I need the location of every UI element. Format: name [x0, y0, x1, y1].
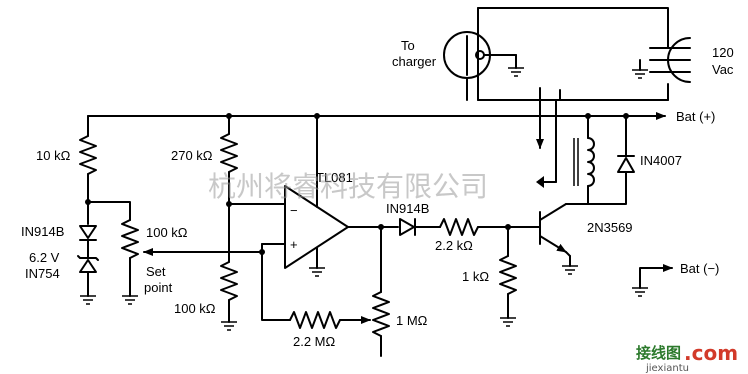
mains-plug-icon [632, 37, 691, 83]
label-r-2-2m: 2.2 MΩ [293, 334, 336, 349]
label-2n3569: 2N3569 [587, 220, 633, 235]
label-r-270k: 270 kΩ [171, 148, 213, 163]
logo-text-cn: 接线图 [636, 344, 681, 362]
label-in754: IN754 [25, 266, 60, 281]
label-in914b-left: IN914B [21, 224, 64, 239]
feedback-network [261, 226, 390, 357]
positive-rail [87, 112, 666, 120]
label-bat-negative: Bat (−) [680, 261, 719, 276]
label-zener-voltage: 6.2 V [29, 250, 60, 265]
label-tl081: TL081 [316, 170, 353, 185]
label-pot-100k: 100 kΩ [146, 225, 188, 240]
label-r-2-2k: 2.2 kΩ [435, 238, 473, 253]
label-charger: charger [392, 54, 437, 69]
label-bat-positive: Bat (+) [676, 109, 715, 124]
left-branch [77, 115, 99, 305]
opamp-tl081 [259, 115, 399, 277]
divider-network [220, 115, 286, 331]
logo-text-com: .com [684, 341, 738, 365]
drive-stage [399, 218, 541, 327]
label-point: point [144, 280, 173, 295]
label-120: 120 [712, 45, 734, 60]
label-pot-1m: 1 MΩ [396, 313, 428, 328]
transistor-2n3569 [539, 203, 589, 275]
label-r-100k: 100 kΩ [174, 301, 216, 316]
label-r-1k: 1 kΩ [462, 269, 489, 284]
setpoint-potentiometer[interactable] [87, 201, 263, 305]
relay-contact-box [477, 7, 669, 101]
label-noninverting-input: + [290, 237, 298, 252]
battery-negative-terminal [632, 264, 673, 297]
label-vac: Vac [712, 62, 734, 77]
label-r-10k: 10 kΩ [36, 148, 71, 163]
label-in914b-output: IN914B [386, 201, 429, 216]
label-set: Set [146, 264, 166, 279]
label-inverting-input: − [290, 203, 298, 218]
label-in4007: IN4007 [640, 153, 682, 168]
relay-contacts [536, 87, 557, 188]
watermark-text: 杭州将睿科技有限公司 [208, 170, 488, 203]
relay-coil [573, 113, 635, 205]
logo-text-sub: jiexiantu [645, 363, 689, 374]
site-logo: 接线图 .com jiexiantu [636, 341, 738, 374]
label-to: To [401, 38, 415, 53]
charger-plug-icon [443, 31, 524, 101]
